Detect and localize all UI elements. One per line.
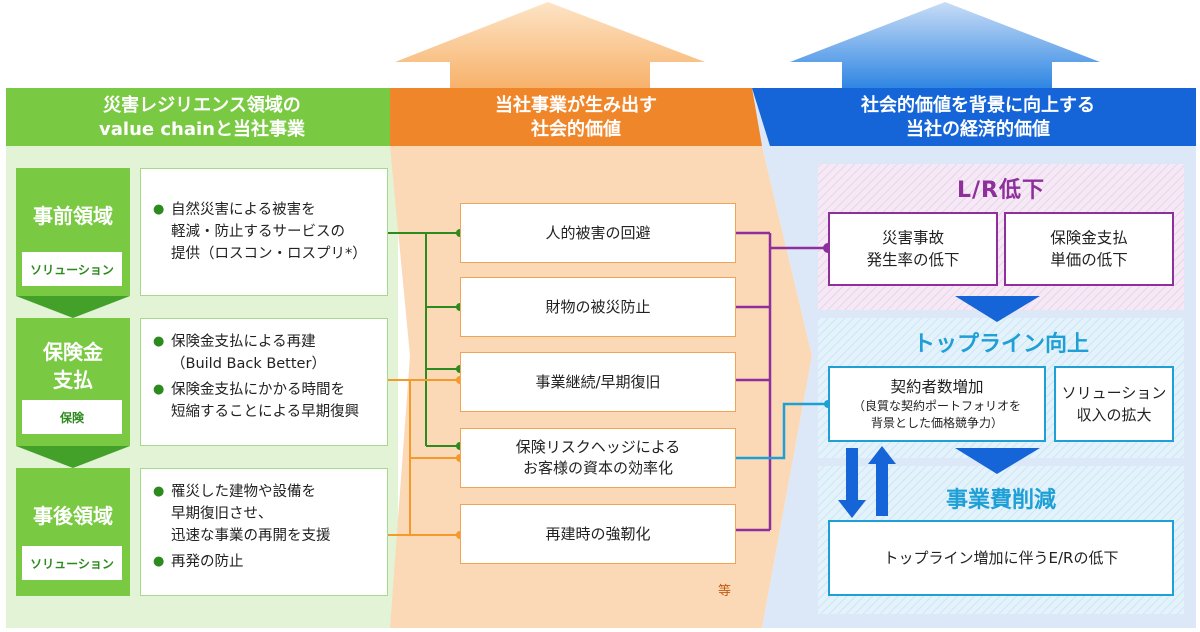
bullet-item: ●自然災害による被害を 軽減・防止するサービスの 提供（ロスコン・ロスプリ*）: [153, 202, 367, 262]
lr-item-text: 災害事故 発生率の低下: [866, 229, 960, 269]
topline-item-solution-revenue: ソリューション 収入の拡大: [1054, 366, 1174, 442]
topline-item-contracts: 契約者数増加 （良質な契約ポートフォリオを 背景とした価格競争力）: [828, 366, 1046, 442]
social-value-property-damage: 財物の被災防止: [460, 277, 736, 337]
header-left-line2: value chainと当社事業: [99, 119, 305, 140]
lr-title: L/R低下: [957, 178, 1045, 203]
social-value-human-damage: 人的被害の回避: [460, 203, 736, 263]
stage-tag-insurance: 保険: [22, 400, 122, 434]
header-value-chain: 災害レジリエンス領域の value chainと当社事業: [6, 90, 398, 146]
social-value-text: 保険リスクヘッジによる お客様の資本の効率化: [515, 438, 681, 477]
stage-title: 保険金 支払: [43, 340, 103, 392]
bullet-item: ●罹災した建物や設備を 早期復旧させ、 迅速な事業の再開を支援: [153, 484, 331, 544]
stage-title: 事前領域: [33, 204, 113, 228]
stage-detail-post: ●罹災した建物や設備を 早期復旧させ、 迅速な事業の再開を支援 ●再発の防止: [140, 468, 388, 596]
bullet-item: ●保険金支払にかかる時間を 短縮することによる早期復興: [153, 382, 360, 420]
header-right-line1: 社会的価値を背景に向上する: [861, 95, 1095, 116]
social-value-capital-efficiency: 保険リスクヘッジによる お客様の資本の効率化: [460, 428, 736, 488]
cost-item-er: トップライン増加に伴うE/Rの低下: [828, 520, 1174, 596]
up-arrow-orange: [395, 2, 705, 88]
topline-item-main: 契約者数増加: [890, 378, 984, 396]
topline-title: トップライン向上: [912, 332, 1089, 357]
stage-detail-pre: ●自然災害による被害を 軽減・防止するサービスの 提供（ロスコン・ロスプリ*）: [140, 168, 388, 296]
header-economic-value: 社会的価値を背景に向上する 当社の経済的価値: [760, 90, 1196, 146]
header-left-line1: 災害レジリエンス領域の: [103, 95, 301, 116]
header-social-value: 当社事業が生み出す 社会的価値: [400, 90, 752, 146]
stage-tag-solution: ソリューション: [22, 546, 122, 580]
header-middle-line2: 社会的価値: [531, 119, 621, 140]
cost-item-text: トップライン増加に伴うE/Rの低下: [883, 549, 1119, 567]
topline-item2-text: ソリューション 収入の拡大: [1061, 384, 1167, 424]
social-value-business-continuity: 事業継続/早期復旧: [460, 352, 736, 412]
etc-label: 等: [718, 584, 732, 599]
stage-detail-claims: ●保険金支払による再建 （Build Back Better） ●保険金支払にか…: [140, 318, 388, 446]
cost-title: 事業費削減: [945, 488, 1056, 513]
lr-item-accident-rate: 災害事故 発生率の低下: [828, 212, 998, 286]
lr-item-claim-unit: 保険金支払 単価の低下: [1004, 212, 1174, 286]
lr-item-text: 保険金支払 単価の低下: [1050, 229, 1128, 269]
social-value-resilience: 再建時の強靭化: [460, 504, 736, 564]
topline-item-sub: （良質な契約ポートフォリオを 背景とした価格競争力）: [852, 399, 1021, 430]
stage-tag-solution: ソリューション: [22, 252, 122, 286]
bullet-item: ●保険金支払による再建 （Build Back Better）: [153, 334, 326, 372]
header-middle-line1: 当社事業が生み出す: [495, 95, 657, 116]
bullet-item: ●再発の防止: [153, 554, 244, 570]
header-right-line2: 当社の経済的価値: [906, 119, 1050, 140]
stage-title: 事後領域: [33, 504, 113, 528]
up-arrow-blue: [790, 2, 1100, 88]
